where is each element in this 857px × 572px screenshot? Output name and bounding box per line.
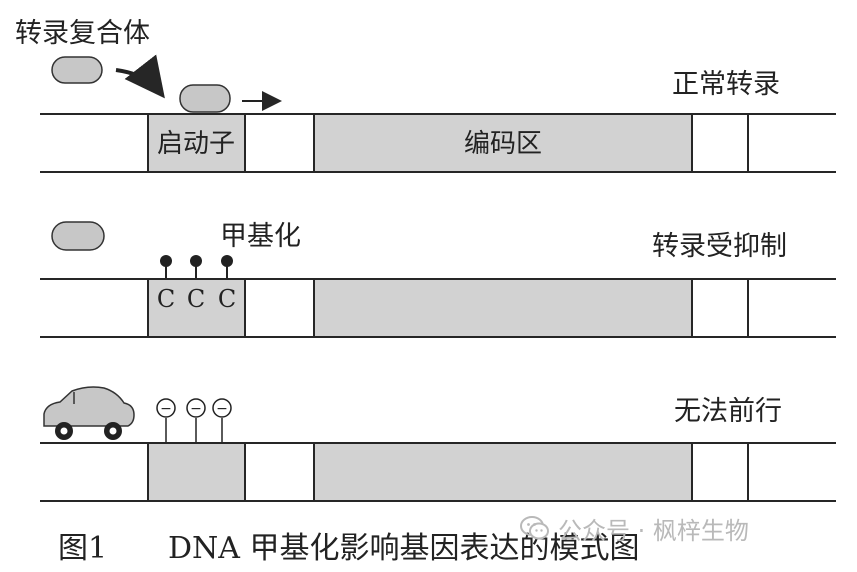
inhibitor-icon: [156, 398, 176, 418]
promoter-box: [148, 114, 245, 172]
cpg-cytosine: C: [157, 285, 175, 313]
inhibitor-icon: [186, 398, 206, 418]
cpg-cytosine: C: [218, 285, 236, 313]
minus-icon: −: [190, 401, 202, 417]
normal-label: 正常转录: [672, 69, 780, 100]
wechat-icon: [520, 516, 549, 540]
complex-pill-blocked: [51, 221, 105, 251]
move-arrow-curved: [115, 54, 165, 99]
promoter-label: 启动子: [157, 129, 235, 159]
track-blocked: 无法前行 − − −: [40, 386, 836, 502]
coding-box: [314, 114, 692, 172]
promoter-box: [148, 443, 245, 501]
track-normal: 转录复合体 正常转录 启动子 编码区: [15, 18, 836, 173]
car-icon: [43, 386, 135, 440]
inhibitor-icon: [212, 398, 232, 418]
methyl-group-icon: [160, 255, 172, 267]
figure-caption: 图1 DNA 甲基化影响基因表达的模式图: [58, 531, 640, 566]
coding-box: [314, 279, 692, 337]
methyl-group-icon: [221, 255, 233, 267]
repressed-label: 转录受抑制: [652, 231, 787, 262]
blocked-label: 无法前行: [674, 396, 782, 427]
promoter-box: [148, 279, 245, 337]
coding-label: 编码区: [464, 129, 542, 159]
caption-text: DNA 甲基化影响基因表达的模式图: [168, 531, 640, 566]
coding-box: [314, 443, 692, 501]
caption-number: 图1: [58, 531, 107, 566]
complex-pill-start: [51, 56, 103, 84]
watermark-text: 公众号 · 枫梓生物: [558, 516, 749, 545]
complex-pill-bound: [179, 84, 231, 113]
watermark: 公众号 · 枫梓生物: [520, 508, 850, 548]
cpg-cytosine: C: [187, 285, 205, 313]
methyl-group-icon: [190, 255, 202, 267]
methylation-label: 甲基化: [220, 221, 301, 252]
minus-icon: −: [216, 401, 228, 417]
minus-icon: −: [160, 401, 172, 417]
track-methylated: 甲基化 转录受抑制 C C C: [40, 221, 836, 338]
complex-label: 转录复合体: [15, 18, 150, 49]
